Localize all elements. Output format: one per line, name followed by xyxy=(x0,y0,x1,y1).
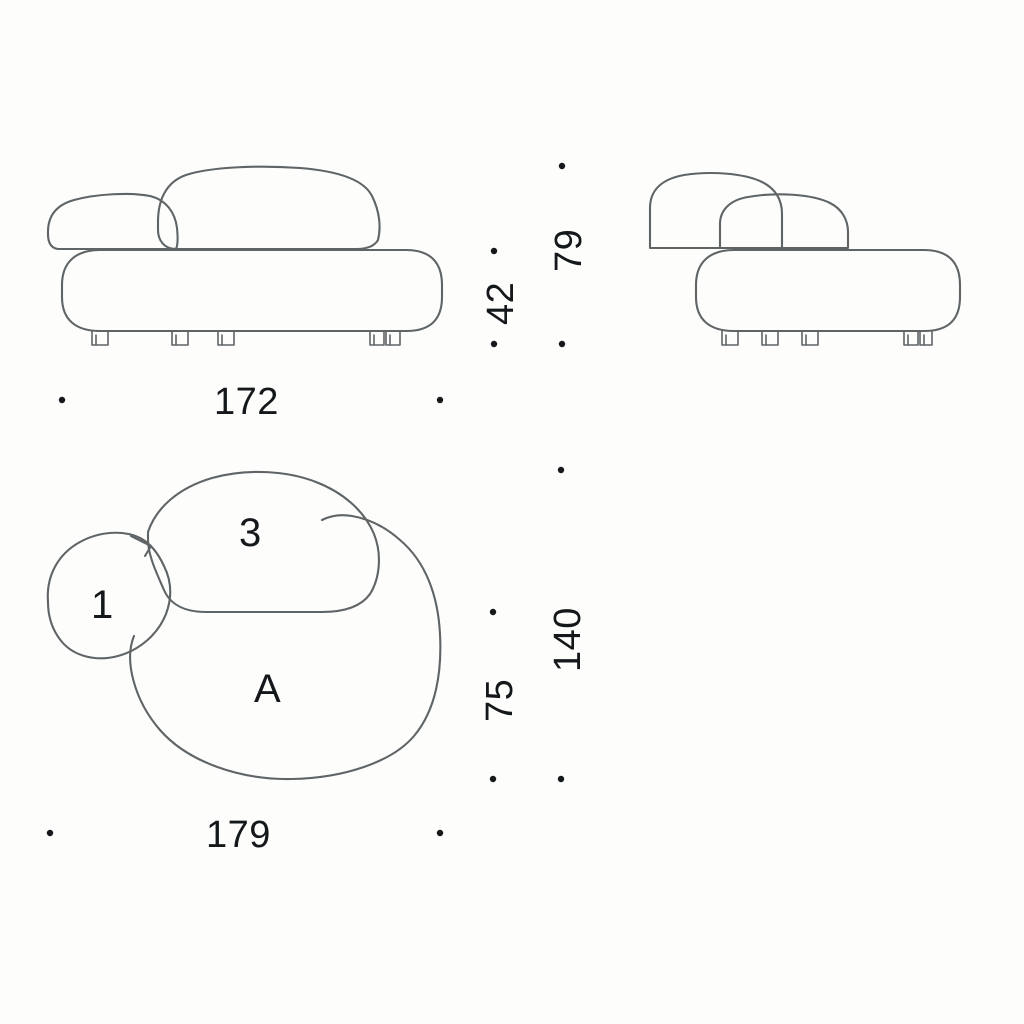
front-legs xyxy=(91,330,401,346)
tick-140-top xyxy=(557,466,565,474)
tick-172-left xyxy=(58,396,66,404)
dimension-label-height-42: 42 xyxy=(480,281,522,325)
plan-zone-label-1: 1 xyxy=(91,583,114,627)
tick-179-left xyxy=(46,829,54,837)
plan-outer-outline xyxy=(129,514,442,781)
side-elevation-group xyxy=(648,171,962,346)
plan-view-group xyxy=(46,470,442,781)
tick-79-bottom xyxy=(558,340,566,348)
tick-75-bottom xyxy=(489,775,497,783)
tick-42-bottom xyxy=(490,340,498,348)
plan-backrest-module-3 xyxy=(146,470,380,614)
side-back-cushion xyxy=(648,171,784,250)
tick-75-top xyxy=(489,608,497,616)
side-front-cushion xyxy=(718,193,850,250)
dimension-label-width-172: 172 xyxy=(214,381,279,423)
plan-zone-label-a: A xyxy=(254,667,281,711)
plan-zone-label-3: 3 xyxy=(239,511,262,555)
tick-172-right xyxy=(436,396,444,404)
plan-armrest-module-1 xyxy=(46,531,172,660)
tick-140-bottom xyxy=(557,775,565,783)
front-arm-cushion xyxy=(46,192,179,251)
front-seat-base xyxy=(60,248,444,333)
tick-42-top xyxy=(490,247,498,255)
side-seat-base xyxy=(694,248,962,333)
front-elevation-group xyxy=(46,165,444,346)
plan-module-connector xyxy=(129,534,153,558)
dimension-label-depth-75: 75 xyxy=(479,678,521,722)
side-legs xyxy=(721,330,933,346)
dimension-label-width-179: 179 xyxy=(206,814,271,856)
dimension-label-depth-140: 140 xyxy=(547,607,589,672)
tick-179-right xyxy=(436,829,444,837)
tick-79-top xyxy=(558,162,566,170)
dimension-label-height-79: 79 xyxy=(548,228,590,272)
